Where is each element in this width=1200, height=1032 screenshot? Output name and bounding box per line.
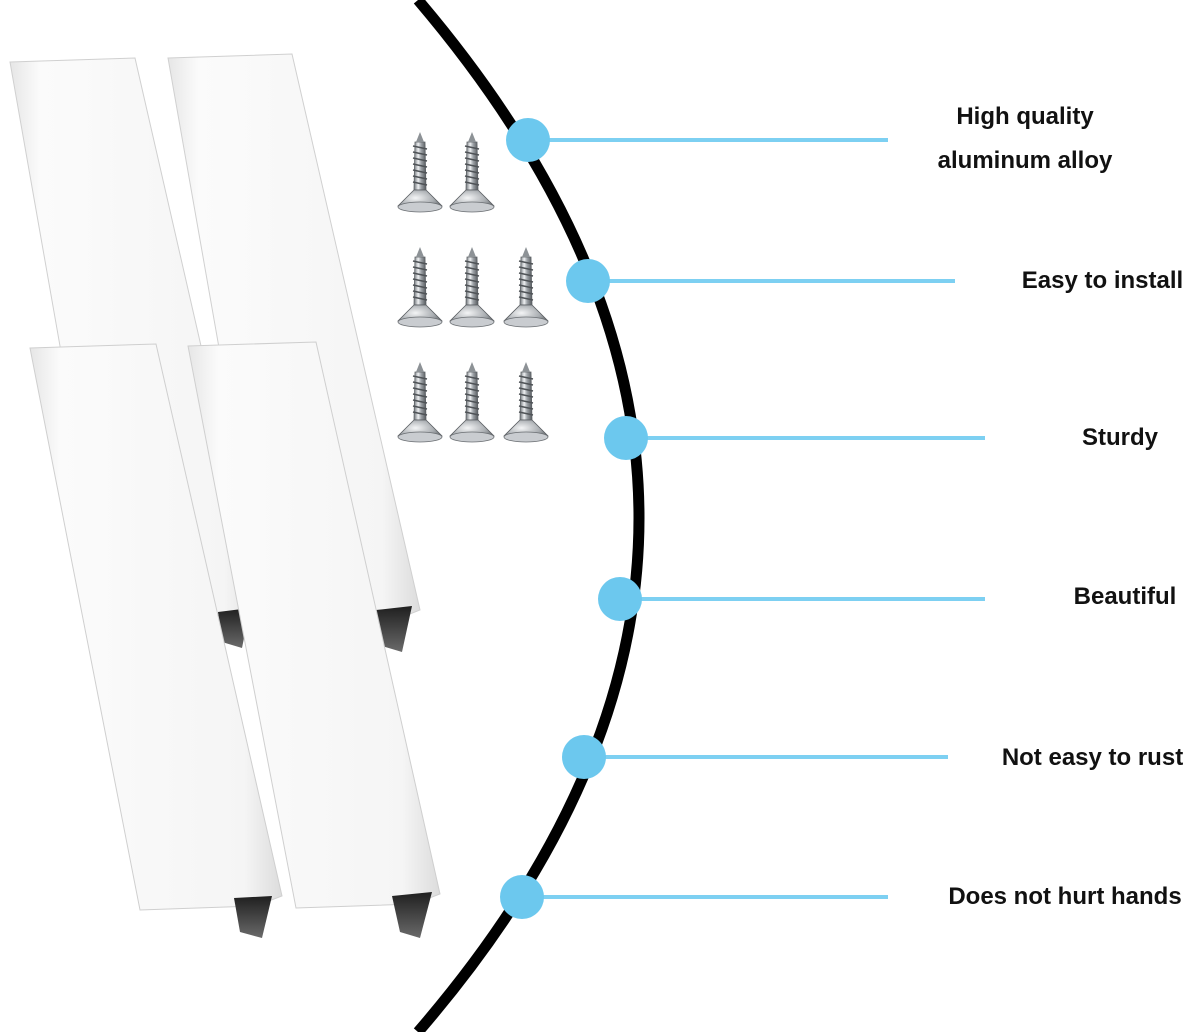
screw [449,246,495,328]
accent-dot [500,875,544,919]
accent-dot [506,118,550,162]
feature-label-line: aluminum alloy [937,147,1113,174]
handle-front-left [29,343,283,938]
screw [503,361,549,443]
feature-label-hands: Does not hurt hands [930,875,1200,919]
feature-label-line: Does not hurt hands [948,883,1182,910]
feature-label-install: Easy to install [1005,259,1200,303]
feature-label-sturdy: Sturdy [1060,416,1180,460]
screw [397,131,443,213]
accent-dot [566,259,610,303]
feature-label-beautiful: Beautiful [1055,575,1195,619]
screw [449,361,495,443]
feature-label-quality: High quality aluminum alloy [900,95,1150,183]
feature-connectors [500,118,985,919]
screws-illustration [397,131,549,443]
feature-label-line: Not easy to rust [1001,744,1184,771]
accent-dot [562,735,606,779]
accent-dot [598,577,642,621]
feature-label-line: High quality [956,103,1094,130]
accent-dot [604,416,648,460]
feature-label-rust: Not easy to rust [985,736,1200,780]
feature-label-line: Beautiful [1073,583,1177,610]
feature-label-line: Sturdy [1081,424,1158,451]
screw [503,246,549,328]
screw [397,246,443,328]
screw [397,361,443,443]
handles-illustration [9,53,441,938]
handle-front-right [187,341,441,938]
screw [449,131,495,213]
feature-label-line: Easy to install [1021,267,1184,294]
